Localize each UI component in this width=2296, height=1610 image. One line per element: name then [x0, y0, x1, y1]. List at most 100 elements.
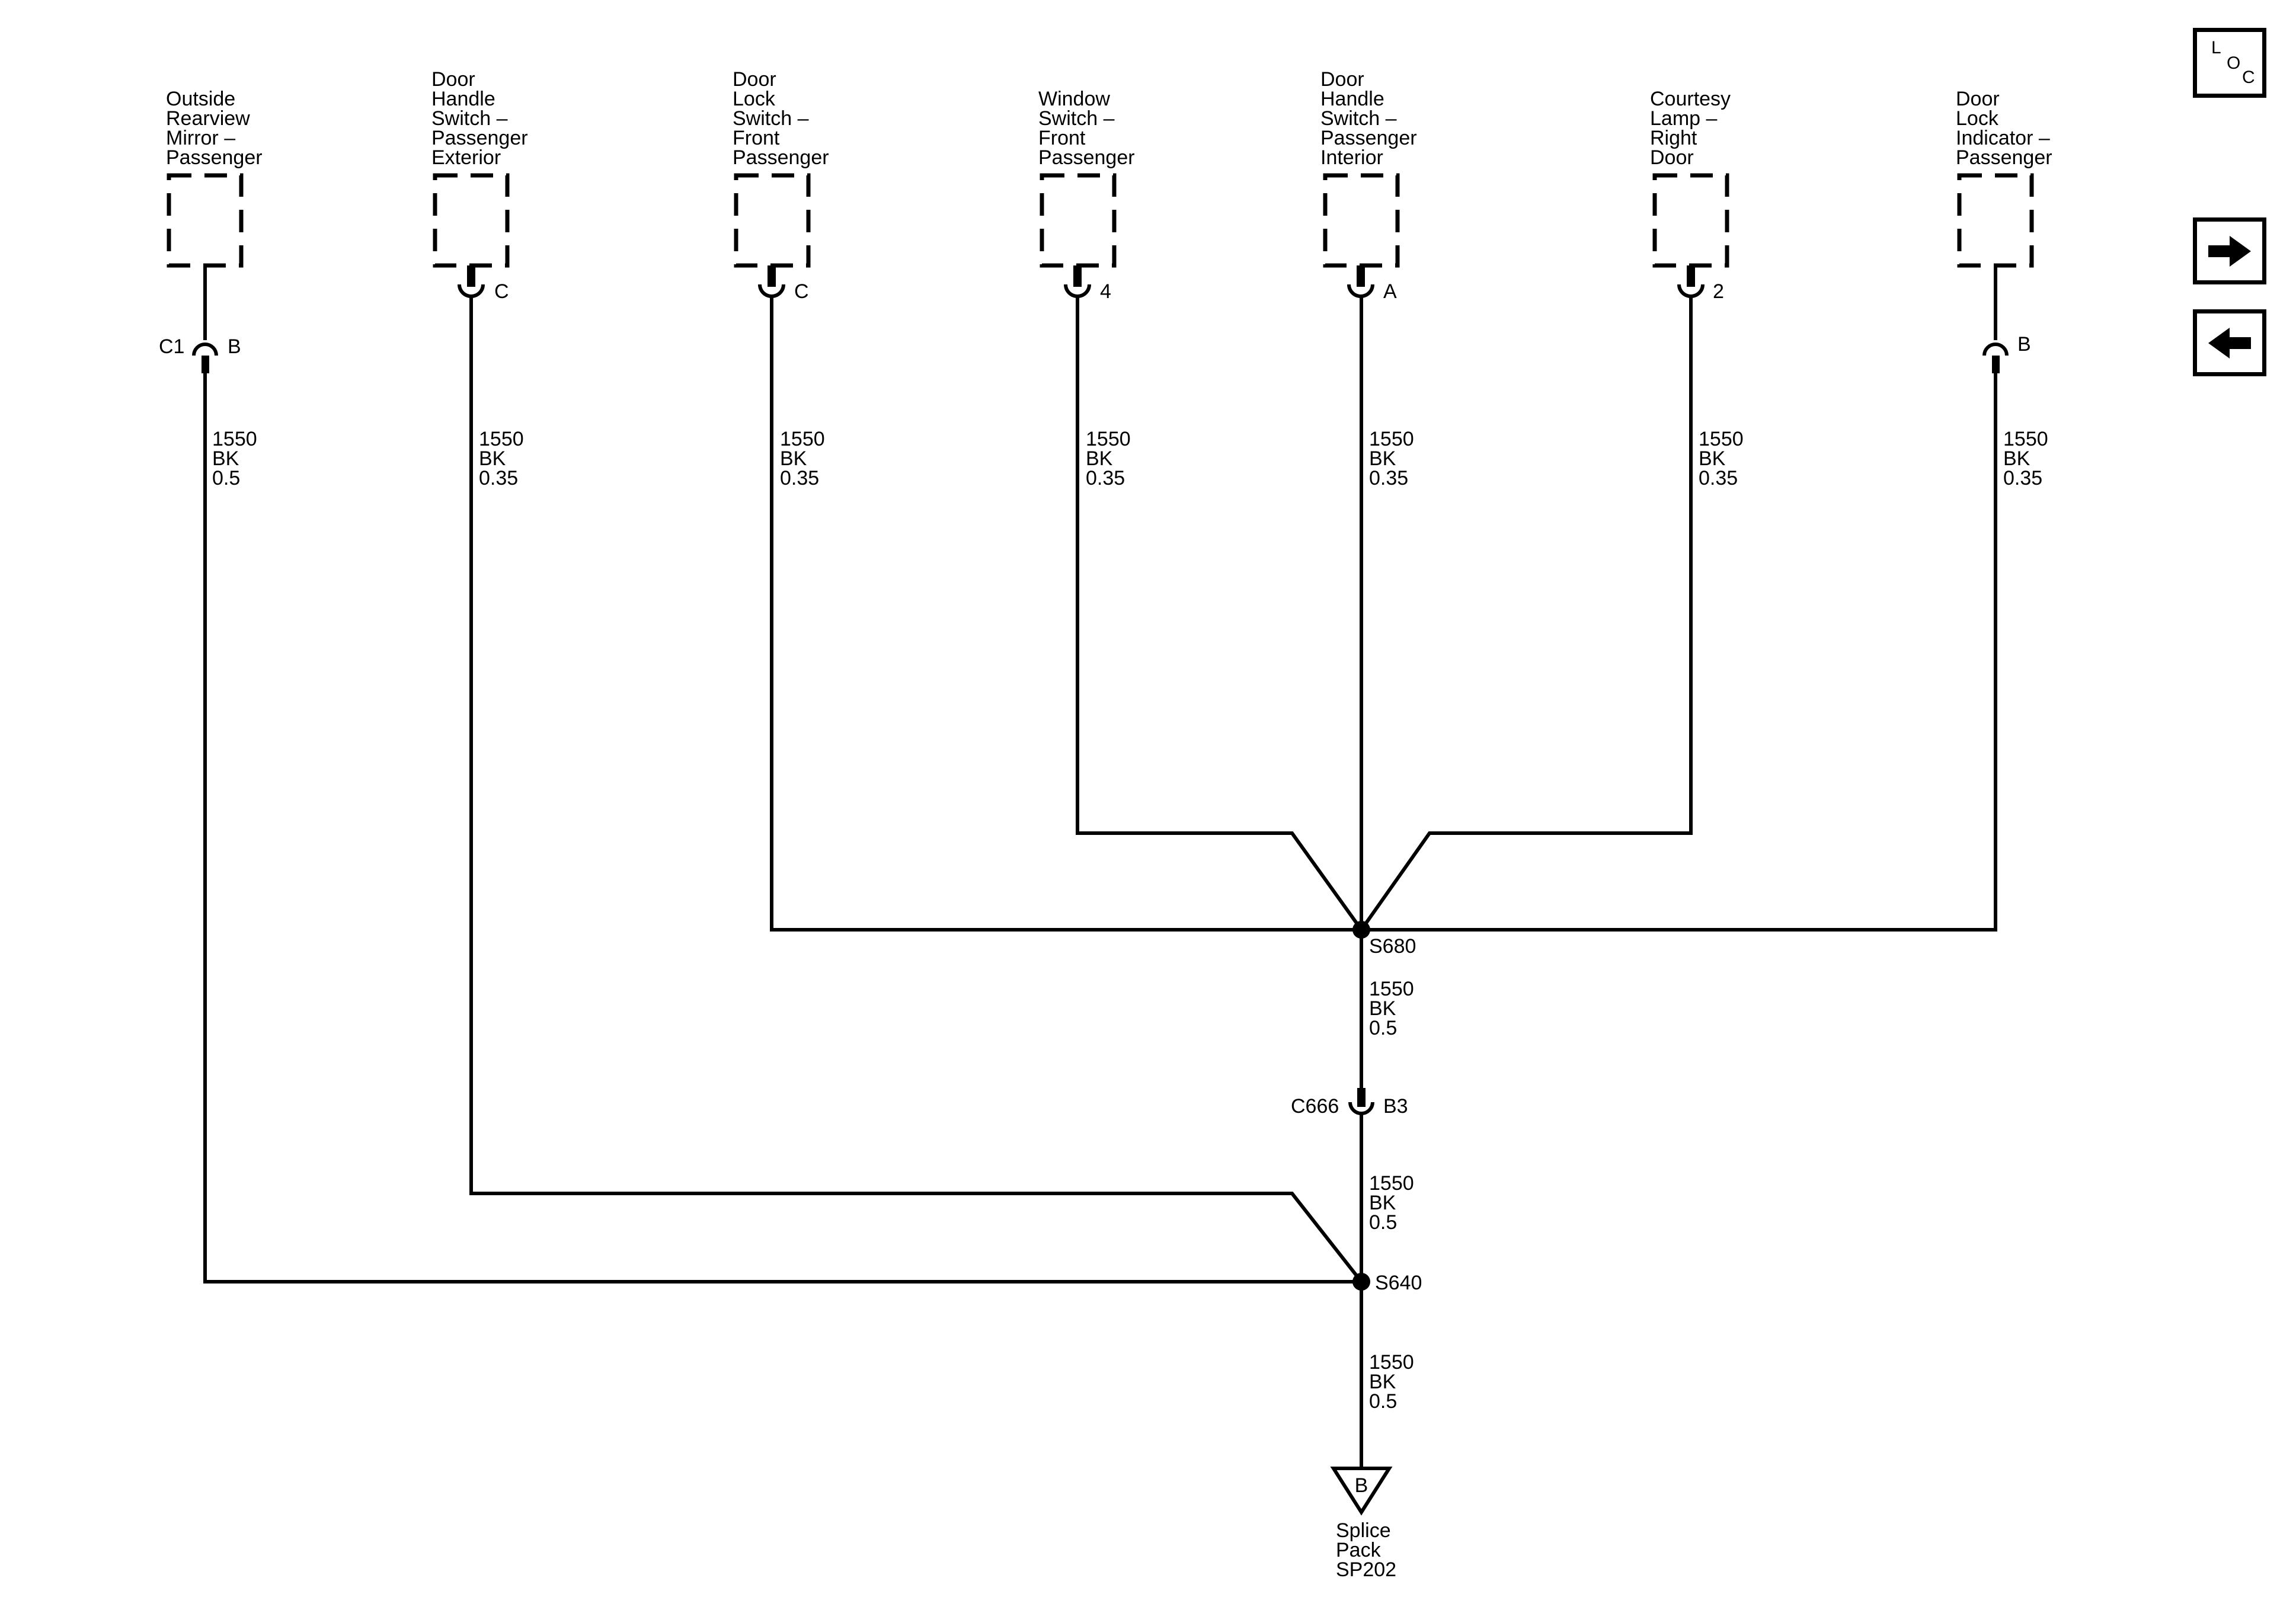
component-box-window-switch [1040, 173, 1117, 268]
pin-label: B [2017, 333, 2031, 356]
svg-text:1550: 1550 [780, 428, 825, 450]
splice-node-s680 [1352, 921, 1370, 939]
connector-label: C1 [159, 335, 184, 358]
connector-label: C666 [1291, 1095, 1339, 1118]
previous-page-button[interactable] [2193, 309, 2266, 376]
label-line: Mirror – [166, 127, 235, 149]
terminal-courtesy-lamp [1677, 265, 1705, 298]
wire-courtesy-lamp [1360, 295, 1693, 931]
label-line: Interior [1320, 146, 1383, 169]
label-line: Passenger [1320, 127, 1417, 149]
label-line: Switch – [733, 107, 809, 130]
svg-text:Pack: Pack [1336, 1539, 1382, 1561]
wire-handle-ext [469, 295, 1363, 1283]
pin-label: C [794, 280, 809, 303]
label-line: Door [1320, 68, 1364, 91]
next-page-button[interactable] [2193, 217, 2266, 284]
svg-text:Splice: Splice [1336, 1519, 1391, 1542]
svg-text:BK: BK [1699, 447, 1726, 470]
svg-text:1550: 1550 [479, 428, 524, 450]
label-line: Lock [733, 88, 776, 110]
pin-label: C [494, 280, 509, 303]
wire-window-switch [1076, 295, 1363, 931]
svg-text:1550: 1550 [1369, 1172, 1414, 1195]
component-box-handle-ext [433, 173, 510, 268]
ground-triangle-icon [1330, 1467, 1393, 1516]
label-line: Window [1038, 88, 1110, 110]
ground-symbol-label: B [1355, 1474, 1368, 1497]
label-line: Exterior [431, 146, 501, 169]
svg-text:0.35: 0.35 [1699, 467, 1738, 489]
arrow-right-icon [2208, 235, 2251, 267]
label-line: Passenger [166, 146, 263, 169]
wire-label-lock-switch: 1550 BK 0.35 [780, 428, 825, 489]
component-box-handle-int [1323, 173, 1400, 268]
label-line: Door [1650, 146, 1694, 169]
component-label-handle-ext: Door Handle Switch – Passenger Exterior [431, 68, 528, 169]
svg-text:BK: BK [2003, 447, 2030, 470]
arrow-left-icon [2208, 327, 2251, 359]
svg-text:SP202: SP202 [1336, 1558, 1396, 1581]
wire-label-handle-ext: 1550 BK 0.35 [479, 428, 524, 489]
svg-text:0.5: 0.5 [1369, 1211, 1397, 1234]
label-line: Lock [1956, 107, 1999, 130]
label-line: Passenger [1038, 146, 1135, 169]
svg-text:1550: 1550 [1369, 978, 1414, 1000]
label-line: Passenger [733, 146, 829, 169]
label-line: Front [733, 127, 780, 149]
wire-label-trunk-upper: 1550 BK 0.5 [1369, 978, 1414, 1039]
label-line: Right [1650, 127, 1697, 149]
label-line: Handle [1320, 88, 1384, 110]
component-box-lock-switch [734, 173, 811, 268]
label-line: Door [1956, 88, 2000, 110]
splice-label: S640 [1375, 1272, 1422, 1294]
svg-text:0.35: 0.35 [2003, 467, 2042, 489]
terminal-handle-ext [458, 265, 485, 298]
terminal-window-switch [1064, 265, 1091, 298]
component-label-handle-int: Door Handle Switch – Passenger Interior [1320, 68, 1417, 169]
label-line: Rearview [166, 107, 250, 130]
svg-text:BK: BK [1086, 447, 1113, 470]
pin-label: B [228, 335, 241, 358]
connector-c666 [1348, 1088, 1374, 1115]
svg-text:0.5: 0.5 [212, 467, 240, 489]
svg-text:0.35: 0.35 [479, 467, 518, 489]
wire-lock-switch [770, 295, 1361, 932]
loc-letter: O [2227, 53, 2241, 73]
splice-node-s640 [1352, 1273, 1370, 1291]
component-box-mirror [167, 173, 244, 268]
wire-label-mirror: 1550 BK 0.5 [212, 428, 257, 489]
svg-text:BK: BK [1369, 1192, 1396, 1214]
component-label-mirror: Outside Rearview Mirror – Passenger [166, 88, 263, 169]
wire-mirror [203, 372, 1361, 1283]
splice-label: S680 [1369, 935, 1416, 958]
wire-label-window-switch: 1550 BK 0.35 [1086, 428, 1131, 489]
label-line: Switch – [1320, 107, 1397, 130]
svg-text:0.35: 0.35 [1369, 467, 1408, 489]
wire-label-trunk-lower: 1550 BK 0.5 [1369, 1351, 1414, 1413]
component-box-courtesy-lamp [1652, 173, 1729, 268]
label-line: Front [1038, 127, 1086, 149]
svg-text:BK: BK [1369, 447, 1396, 470]
component-label-window-switch: Window Switch – Front Passenger [1038, 88, 1135, 169]
pin-label: A [1383, 280, 1397, 303]
component-label-courtesy-lamp: Courtesy Lamp – Right Door [1650, 88, 1731, 169]
label-line: Switch – [1038, 107, 1115, 130]
label-line: Outside [166, 88, 235, 110]
component-label-lock-switch: Door Lock Switch – Front Passenger [733, 68, 829, 169]
loc-button[interactable]: L O C [2193, 28, 2266, 98]
label-line: Door [431, 68, 475, 91]
svg-text:1550: 1550 [1369, 1351, 1414, 1374]
connector-lock-indicator [1982, 265, 2009, 373]
svg-text:0.35: 0.35 [1086, 467, 1125, 489]
loc-letter: C [2242, 68, 2255, 87]
label-line: Switch – [431, 107, 508, 130]
svg-text:BK: BK [1369, 1371, 1396, 1393]
label-line: Lamp – [1650, 107, 1717, 130]
svg-text:0.5: 0.5 [1369, 1390, 1397, 1413]
wire-lock-indicator [1361, 372, 1997, 932]
component-label-lock-indicator: Door Lock Indicator – Passenger [1956, 88, 2052, 169]
label-line: Passenger [431, 127, 528, 149]
svg-text:0.5: 0.5 [1369, 1017, 1397, 1039]
